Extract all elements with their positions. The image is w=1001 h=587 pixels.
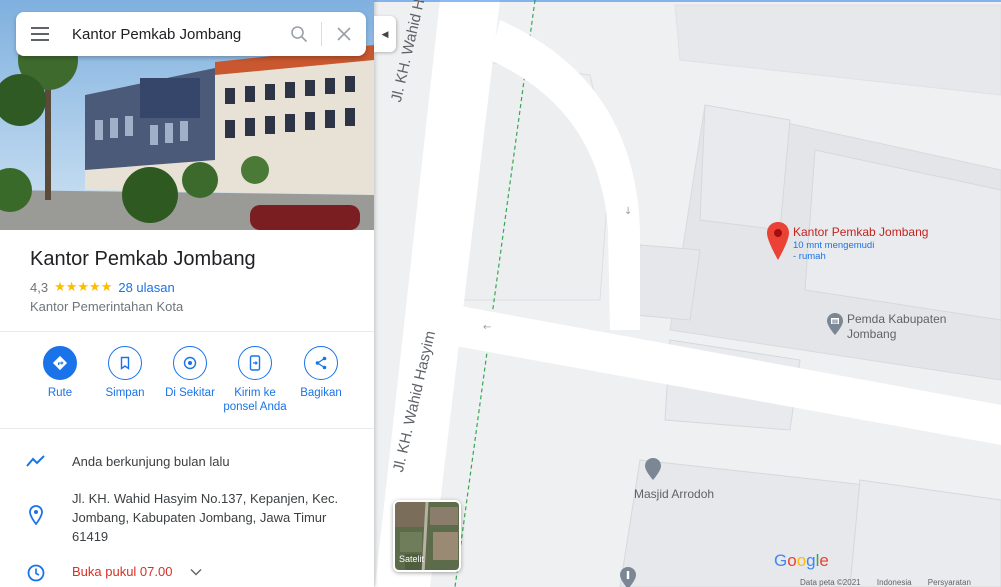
share-button[interactable]: Bagikan [286, 346, 356, 400]
action-bar: Rute Simpan Di Sekitar [0, 346, 374, 426]
search-divider [321, 22, 322, 46]
place-category[interactable]: Kantor Pemerintahan Kota [30, 299, 184, 314]
place-title: Kantor Pemkab Jombang [30, 248, 256, 270]
chevron-left-icon: ◀ [381, 28, 389, 39]
bookmark-icon [108, 346, 142, 380]
share-icon [304, 346, 338, 380]
save-button[interactable]: Simpan [90, 346, 160, 400]
satellite-toggle[interactable]: Satelit [393, 500, 461, 572]
poi-label-masjid[interactable]: Masjid Arrodoh [634, 487, 715, 501]
clock-icon [0, 562, 72, 582]
rating-row: 4,3 ★★★★★ 28 ulasan [0, 271, 374, 295]
map-data-credit: Data peta ©2021 [800, 578, 861, 587]
hours-row[interactable]: Buka pukul 07.00 [0, 562, 374, 582]
nearby-label: Di Sekitar [165, 387, 215, 399]
visit-history-row[interactable]: Anda berkunjung bulan lalu [0, 452, 374, 471]
location-pin-icon [0, 489, 72, 546]
hours-text: Buka pukul 07.00 [72, 562, 342, 582]
poi-label-pemda[interactable]: Pemda Kabupaten Jombang [847, 312, 947, 341]
chevron-down-icon[interactable] [190, 564, 202, 579]
address-row[interactable]: Jl. KH. Wahid Hasyim No.137, Kepanjen, K… [0, 489, 374, 546]
directions-icon [43, 346, 77, 380]
send-to-phone-label: Kirim ke ponsel Anda [223, 387, 287, 413]
search-icon[interactable] [277, 12, 321, 56]
svg-text:←: ← [483, 322, 491, 333]
send-to-phone-button[interactable]: Kirim ke ponsel Anda [220, 346, 290, 414]
collapse-panel-button[interactable]: ◀ [374, 16, 396, 52]
map-marker-title[interactable]: Kantor Pemkab Jombang [793, 225, 929, 239]
visit-history-text: Anda berkunjung bulan lalu [72, 454, 230, 469]
country-link[interactable]: Indonesia [876, 578, 912, 587]
rating-value: 4,3 [30, 279, 49, 295]
satellite-label: Satelit [399, 554, 425, 564]
divider [0, 331, 374, 332]
menu-icon[interactable] [16, 12, 64, 56]
divider [0, 428, 374, 429]
satellite-thumbnail [395, 502, 459, 570]
nearby-button[interactable]: Di Sekitar [155, 346, 225, 400]
nearby-icon [173, 346, 207, 380]
directions-button[interactable]: Rute [25, 346, 95, 400]
close-icon[interactable] [322, 12, 366, 56]
send-to-phone-icon [238, 346, 272, 380]
share-label: Bagikan [300, 387, 342, 399]
map-marker-travel-origin: - rumah [793, 251, 826, 262]
search-box[interactable]: Kantor Pemkab Jombang [16, 12, 366, 56]
directions-label: Rute [47, 387, 73, 399]
svg-text:↓: ↓ [624, 206, 632, 217]
place-panel: Kantor Pemkab Jombang 4,3 ★★★★★ 28 ulasa… [0, 0, 374, 587]
reviews-link[interactable]: 28 ulasan [118, 279, 175, 295]
map-footer: Data peta ©2021 Indonesia Persyaratan [800, 578, 985, 587]
google-logo: Google [774, 551, 829, 570]
terms-link[interactable]: Persyaratan [927, 578, 971, 587]
star-rating-icon: ★★★★★ [54, 279, 113, 294]
address-text: Jl. KH. Wahid Hasyim No.137, Kepanjen, K… [72, 491, 339, 544]
trending-icon [0, 452, 72, 471]
search-input[interactable]: Kantor Pemkab Jombang [72, 25, 242, 43]
save-label: Simpan [105, 387, 145, 399]
map-marker-travel-time: 10 mnt mengemudi [793, 240, 875, 251]
